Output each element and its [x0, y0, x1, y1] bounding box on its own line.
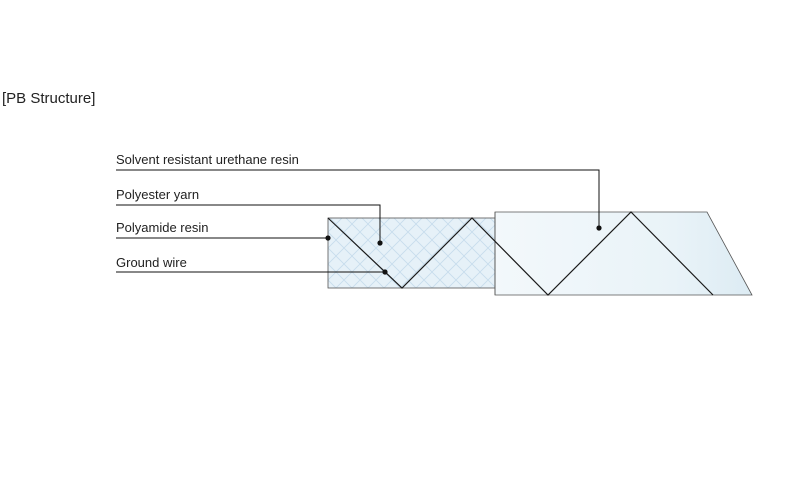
leader-dot-polyester-yarn	[377, 240, 383, 246]
leader-urethane-resin	[116, 169, 600, 228]
label-polyamide-resin: Polyamide resin	[116, 220, 209, 235]
label-solvent-resistant-urethane-resin: Solvent resistant urethane resin	[116, 152, 299, 167]
leader-dot-ground-wire	[382, 269, 388, 275]
label-polyester-yarn: Polyester yarn	[116, 187, 199, 202]
label-ground-wire: Ground wire	[116, 255, 187, 270]
outer-sheath-urethane-resin	[494, 211, 753, 296]
inner-tube-polyamide-resin	[327, 217, 496, 289]
diagram-title: [PB Structure]	[2, 90, 95, 107]
leader-dot-urethane-resin	[596, 225, 602, 231]
leader-dot-polyamide-resin	[325, 235, 331, 241]
ground-wire-helix	[327, 211, 714, 296]
leader-polyester-yarn	[116, 204, 381, 243]
